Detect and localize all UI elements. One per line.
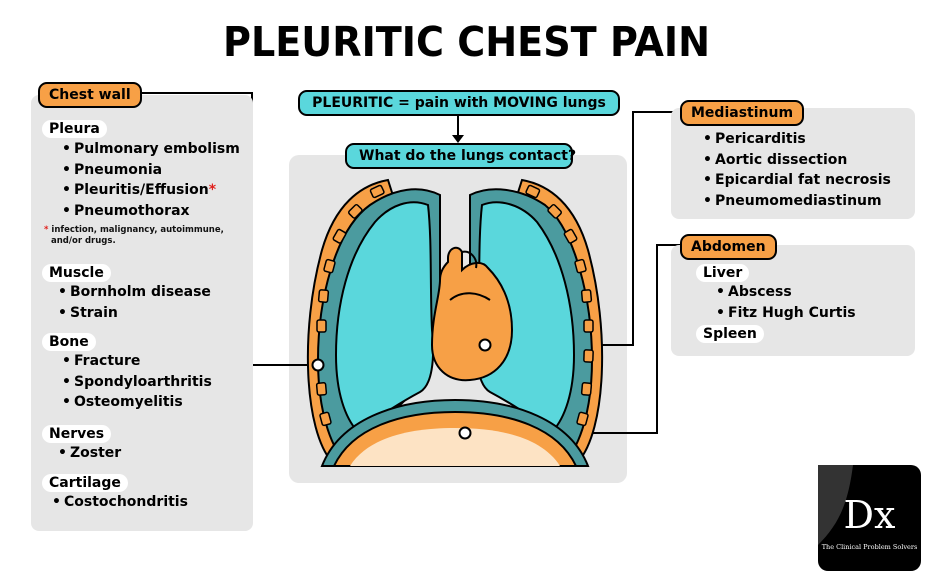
list-item: Bornholm disease [58, 282, 211, 303]
list-item: Aortic dissection [703, 150, 891, 171]
heart [430, 246, 514, 382]
logo-mark: Dx [843, 493, 896, 537]
list-item: Pleuritis/Effusion* [62, 180, 240, 201]
footnote-star: * [208, 182, 217, 198]
chest-wall-tag: Chest wall [38, 82, 142, 108]
pleura-group: Pleura Pulmonary embolism Pneumonia Pleu… [42, 118, 240, 221]
liver-group: Liver Abscess Fitz Hugh Curtis [696, 262, 856, 323]
list-item: Fitz Hugh Curtis [716, 303, 856, 324]
mediastinum-tag: Mediastinum [680, 100, 805, 126]
logo-swoosh-icon [818, 465, 853, 571]
list-item: Spondyloarthritis [62, 372, 212, 393]
list-item: Pulmonary embolism [62, 139, 240, 160]
spleen-heading: Spleen [696, 325, 764, 343]
chest-wall-point [311, 358, 325, 372]
logo: Dx The Clinical Problem Solvers [818, 465, 921, 571]
list-item: Strain [58, 303, 211, 324]
footnote: * infection, malignancy, autoimmune, and… [44, 225, 224, 246]
muscle-group: Muscle Bornholm disease Strain [42, 262, 211, 323]
pleura-heading: Pleura [42, 120, 107, 138]
spleen-item: Spleen [696, 323, 764, 343]
list-item: Osteomyelitis [62, 392, 212, 413]
nerves-group: Nerves Zoster [42, 423, 121, 464]
list-item: Pneumomediastinum [703, 191, 891, 212]
liver-heading: Liver [696, 264, 750, 282]
muscle-heading: Muscle [42, 264, 111, 282]
list-item: Epicardial fat necrosis [703, 170, 891, 191]
list-item: Pericarditis [703, 129, 891, 150]
logo-caption: The Clinical Problem Solvers [821, 543, 918, 551]
bone-heading: Bone [42, 333, 96, 351]
mediastinum-point [478, 338, 492, 352]
question-tag: What do the lungs contact? [345, 143, 576, 169]
list-item: Fracture [62, 351, 212, 372]
rib-segments [315, 184, 594, 427]
cartilage-group: Cartilage Costochondritis [42, 472, 188, 513]
list-item: Pneumothorax [62, 201, 240, 222]
list-item: Zoster [58, 443, 121, 464]
abdomen-tag: Abdomen [680, 234, 777, 260]
abdomen-point [458, 426, 472, 440]
list-item: Costochondritis [52, 492, 188, 513]
list-item: Abscess [716, 282, 856, 303]
list-item: Pneumonia [62, 160, 240, 181]
abdomen-highlight [350, 428, 560, 466]
cartilage-heading: Cartilage [42, 474, 128, 492]
mediastinum-list: Pericarditis Aortic dissection Epicardia… [703, 129, 891, 211]
down-arrow-icon [452, 135, 464, 143]
page-title: PLEURITIC CHEST PAIN [222, 18, 711, 66]
bone-group: Bone Fracture Spondyloarthritis Osteomye… [42, 331, 212, 413]
nerves-heading: Nerves [42, 425, 112, 443]
definition-tag: PLEURITIC = pain with MOVING lungs [298, 90, 620, 116]
